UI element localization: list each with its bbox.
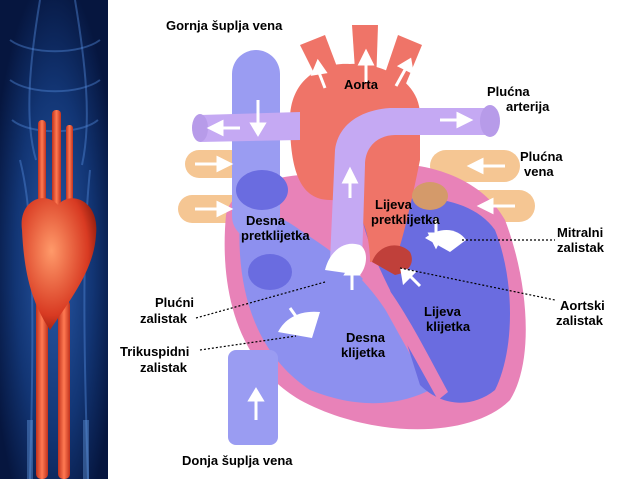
- label-mitral-valve-1: Mitralni: [557, 225, 604, 240]
- label-pulmonary-valve-2: zalistak: [140, 311, 187, 326]
- label-mitral-valve-2: zalistak: [557, 240, 604, 255]
- left-atrium-inlet: [412, 182, 448, 210]
- label-aorta: Aorta: [344, 77, 378, 92]
- side-illustration: [0, 0, 108, 479]
- label-pulmonary-vein-2: vena: [524, 164, 554, 179]
- flow-arrows: [195, 48, 515, 420]
- label-tricuspid-valve-2: zalistak: [140, 360, 187, 375]
- label-left-ventricle-1: Lijeva: [424, 304, 461, 319]
- aortic-valve: [372, 245, 412, 275]
- pulmonary-artery-end: [480, 105, 500, 137]
- pulmonary-artery: [330, 108, 490, 262]
- label-left-atrium-2: pretklijetka: [371, 212, 440, 227]
- aorta-branch: [300, 35, 345, 95]
- label-right-ventricle-1: Desna: [346, 330, 386, 345]
- vena-cava-opening: [236, 170, 288, 210]
- label-pulmonary-vein-1: Plućna: [520, 149, 563, 164]
- label-right-atrium-1: Desna: [246, 213, 286, 228]
- pulmonary-artery-left: [200, 112, 300, 142]
- leader-lines: [195, 239, 556, 351]
- label-aortic-valve-1: Aortski: [560, 298, 605, 313]
- label-inferior-vena-cava: Donja šuplja vena: [182, 453, 293, 468]
- superior-vena-cava: [232, 50, 280, 240]
- label-left-atrium-1: Lijeva: [375, 197, 412, 212]
- label-aortic-valve-2: zalistak: [556, 313, 603, 328]
- pulmonary-artery-end-left: [192, 114, 208, 142]
- label-pulmonary-artery-1: Plućna: [487, 84, 530, 99]
- vena-cava-opening-lower: [248, 254, 292, 290]
- pulmonary-valve: [325, 243, 366, 275]
- label-pulmonary-valve-1: Plućni: [155, 295, 195, 310]
- label-left-ventricle-2: klijetka: [426, 319, 471, 334]
- label-pulmonary-artery-2: arterija: [506, 99, 550, 114]
- right-chambers: [239, 210, 430, 404]
- label-right-ventricle-2: klijetka: [341, 345, 386, 360]
- septum: [362, 268, 448, 400]
- label-superior-vena-cava: Gornja šuplja vena: [166, 18, 283, 33]
- label-right-atrium-2: pretklijetka: [241, 228, 310, 243]
- label-tricuspid-valve-1: Trikuspidni: [120, 344, 190, 359]
